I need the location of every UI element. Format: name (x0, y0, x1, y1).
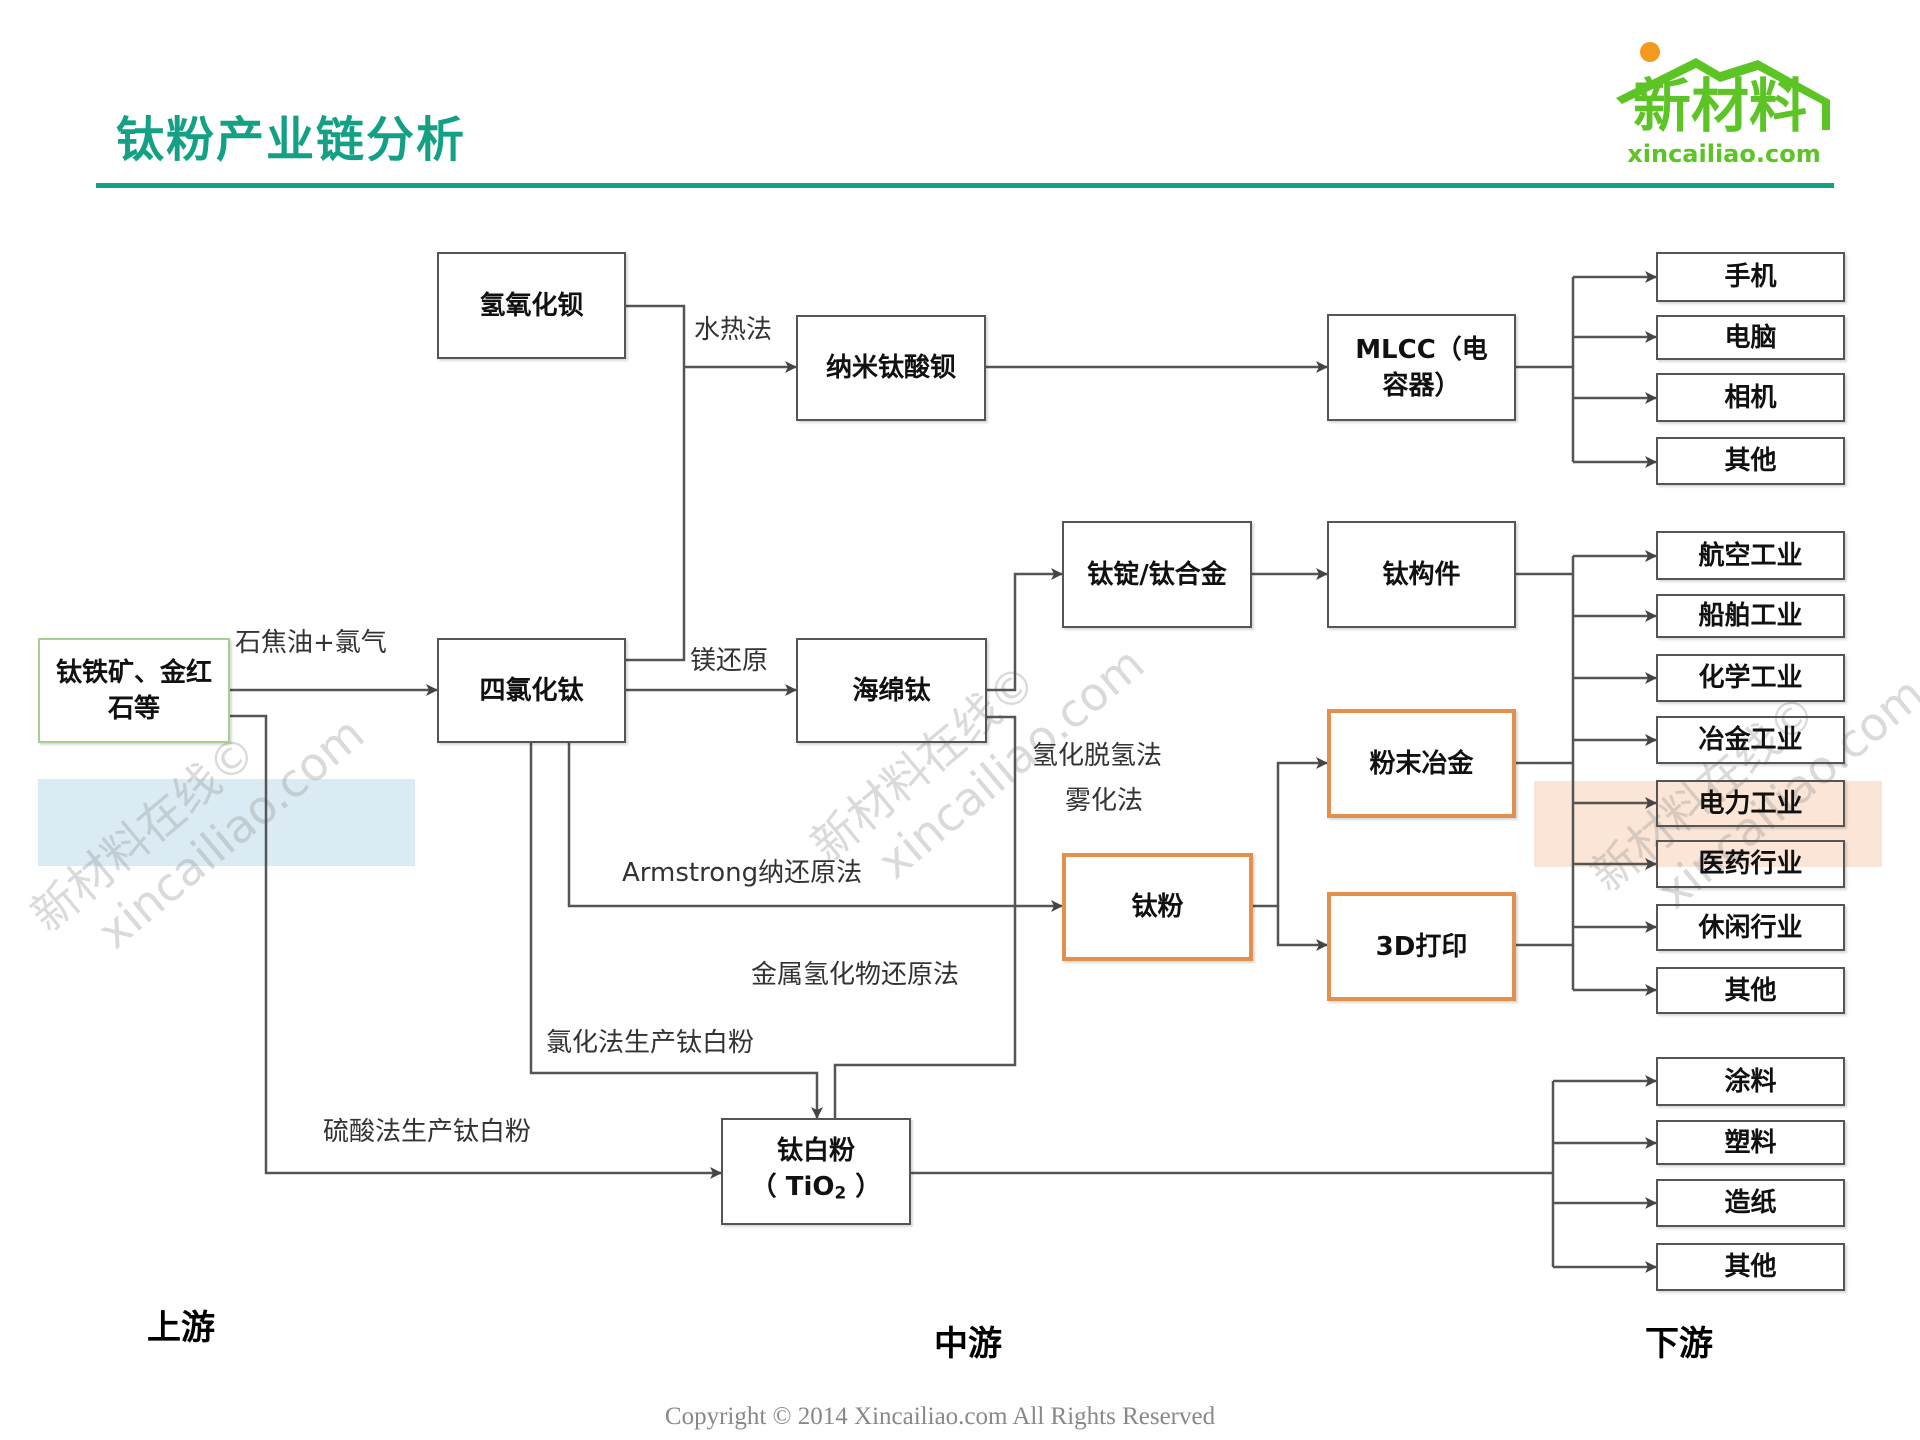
industry-item-box: 医药行业 (1656, 840, 1845, 888)
electronics-item-box: 其他 (1656, 437, 1845, 485)
node-ore-label: 钛铁矿、金红石等 (55, 657, 212, 724)
electronics-item-label: 手机 (1724, 262, 1777, 292)
stage-midstream: 中游 (934, 1324, 1002, 1364)
tio2-use-item-box: 塑料 (1656, 1120, 1845, 1165)
node-barium-hydroxide: 氢氧化钡 (437, 252, 626, 359)
logo-url: xincailiao.com (1627, 140, 1820, 168)
node-powder-metallurgy: 粉末冶金 (1327, 709, 1516, 818)
industry-item-label: 航空工业 (1698, 540, 1803, 571)
edge-label-hydrothermal: 水热法 (694, 315, 773, 345)
tio2-use-item-label: 塑料 (1724, 1127, 1777, 1158)
edge-label-metal-hydride: 金属氢化物还原法 (751, 960, 960, 990)
stage-upstream: 上游 (147, 1308, 215, 1348)
node-ingot-alloy-label: 钛锭/钛合金 (1087, 559, 1227, 590)
electronics-item-label: 其他 (1724, 446, 1777, 476)
node-nano-barium-titanate-label: 纳米钛酸钡 (825, 353, 956, 383)
logo-text: 新材料 (1633, 72, 1807, 140)
brand-logo: 新材料 xincailiao.com (1608, 38, 1838, 168)
node-mlcc-label: MLCC（电容器） (1355, 334, 1488, 401)
node-ticl4-label: 四氯化钛 (479, 675, 584, 706)
electronics-item-label: 相机 (1724, 382, 1777, 413)
node-barium-hydroxide-label: 氢氧化钡 (479, 290, 584, 321)
industry-item-box: 船舶工业 (1656, 594, 1845, 638)
node-sponge-titanium-label: 海绵钛 (852, 675, 931, 706)
node-titanium-powder-label: 钛粉 (1131, 892, 1184, 922)
edge-label-chloride-tio2: 氯化法生产钛白粉 (546, 1028, 755, 1058)
industry-item-box: 其他 (1656, 967, 1845, 1014)
stage-downstream: 下游 (1645, 1324, 1713, 1364)
node-titanium-dioxide-label: 钛白粉 (776, 1135, 855, 1166)
wire-ticl4-to-tio2 (529, 743, 823, 1119)
industry-item-box: 冶金工业 (1656, 716, 1845, 764)
edge-label-atomization: 雾化法 (1065, 786, 1144, 816)
node-sponge-titanium: 海绵钛 (796, 638, 987, 743)
tio2-use-item-label: 涂料 (1724, 1066, 1777, 1097)
node-3d-printing-label: 3D打印 (1375, 931, 1468, 962)
edge-label-hdh: 氢化脱氢法 (1032, 741, 1163, 771)
node-powder-metallurgy-label: 粉末冶金 (1369, 748, 1474, 779)
node-nano-barium-titanate: 纳米钛酸钡 (796, 315, 986, 421)
node-ticl4: 四氯化钛 (437, 638, 626, 743)
logo-house-icon: 新材料 xincailiao.com (1616, 42, 1830, 168)
copyright-footer: Copyright © 2014 Xincailiao.com All Righ… (664, 1403, 1216, 1430)
node-mlcc: MLCC（电容器） (1327, 314, 1516, 421)
tio2-use-item-label: 造纸 (1724, 1188, 1777, 1218)
electronics-item-box: 手机 (1656, 252, 1845, 302)
industry-item-box: 电力工业 (1656, 780, 1845, 827)
edge-label-mg-reduction: 镁还原 (690, 646, 769, 676)
industry-item-label: 其他 (1724, 975, 1777, 1006)
node-titanium-dioxide-formula: （ TiO2 ） (750, 1171, 882, 1203)
tio2-use-item-box: 造纸 (1656, 1179, 1845, 1227)
node-titanium-component: 钛构件 (1327, 521, 1516, 628)
logo-sun-icon (1640, 42, 1660, 62)
node-titanium-powder: 钛粉 (1062, 853, 1253, 961)
industry-item-label: 医药行业 (1698, 849, 1803, 879)
electronics-item-box: 相机 (1656, 373, 1845, 422)
wire-baoh-ticl4-merge (626, 304, 686, 662)
tio2-use-item-box: 其他 (1656, 1243, 1845, 1291)
industry-item-label: 化学工业 (1698, 663, 1803, 693)
title-divider (96, 183, 1834, 188)
industry-item-box: 休闲行业 (1656, 904, 1845, 951)
wire-powder-to-pm (1253, 757, 1328, 908)
logo-roof-icon (1616, 58, 1830, 130)
tio2-use-item-box: 涂料 (1656, 1057, 1845, 1106)
industry-item-label: 船舶工业 (1698, 601, 1803, 631)
industry-item-box: 航空工业 (1656, 531, 1845, 580)
edge-label-armstrong: Armstrong纳还原法 (622, 858, 863, 888)
tio2-use-item-label: 其他 (1724, 1252, 1777, 1282)
edge-label-sulfate-tio2: 硫酸法生产钛白粉 (323, 1117, 532, 1147)
node-ingot-alloy: 钛锭/钛合金 (1062, 521, 1252, 628)
wire-powder-to-3d (1276, 906, 1328, 951)
node-ore: 钛铁矿、金红石等 (38, 638, 230, 743)
electronics-item-label: 电脑 (1724, 322, 1777, 353)
page-title: 钛粉产业链分析 (116, 112, 467, 168)
wire-sponge-to-ingot (987, 568, 1063, 692)
electronics-item-box: 电脑 (1656, 315, 1845, 360)
industry-item-box: 化学工业 (1656, 654, 1845, 702)
node-3d-printing: 3D打印 (1327, 892, 1516, 1001)
edge-label-coke-chlorine: 石焦油+氯气 (235, 628, 387, 658)
node-titanium-dioxide: 钛白粉 （ TiO2 ） (721, 1118, 911, 1225)
industry-item-label: 休闲行业 (1698, 912, 1803, 943)
highlight-band-blue (38, 779, 415, 866)
node-titanium-component-label: 钛构件 (1382, 559, 1461, 590)
industry-item-label: 冶金工业 (1698, 725, 1803, 755)
wire-sponge-to-tio2 (833, 715, 1017, 1118)
industry-item-label: 电力工业 (1698, 788, 1803, 819)
highlight-band-peach (1534, 781, 1882, 867)
